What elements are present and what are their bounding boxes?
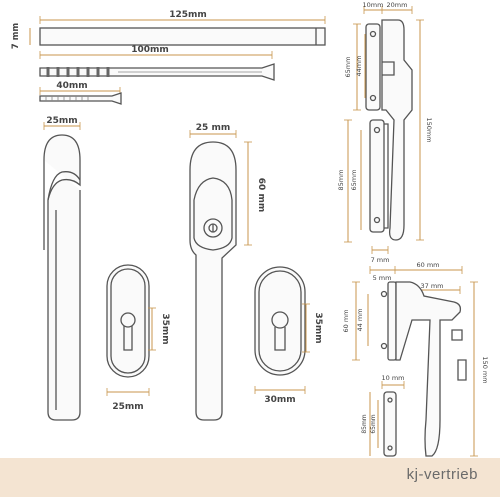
screw-mid-label: 100mm [131, 45, 169, 55]
rose-lockable [254, 266, 310, 394]
side2-37-label: 37 mm [420, 282, 443, 290]
spindle-bar [29, 16, 326, 46]
brand-logo: kj-vertrieb [406, 466, 478, 483]
spindle-height-label: 7 mm [11, 23, 21, 50]
footer-band: kj-vertrieb [0, 458, 500, 497]
side-150-label: 150mm [425, 117, 433, 142]
rose1-width-label: 25mm [112, 402, 143, 412]
rose2-width-label: 30mm [264, 395, 295, 405]
side2-85-label: 85mm [361, 414, 368, 433]
side2-10-label: 10 mm [381, 374, 404, 382]
screw-short-label: 40mm [56, 81, 87, 91]
screw-long [39, 51, 275, 81]
side-85-label: 85mm [337, 170, 345, 191]
rose2-height-label: 35mm [313, 312, 323, 343]
handle2-height-label: 60 mm [256, 178, 266, 212]
side2-60v-label: 60 mm [342, 309, 350, 332]
side2-150-label: 150 mm [481, 356, 489, 383]
side-65b-label: 65mm [350, 170, 358, 191]
handle-plain [43, 122, 81, 421]
side2-44-label: 44 mm [356, 308, 364, 331]
side-7-label: 7 mm [371, 256, 390, 264]
side-view-lockable [352, 266, 478, 457]
side2-65-label: 65mm [370, 414, 377, 433]
handle1-width-label: 25mm [46, 116, 77, 126]
handle-lockable [189, 130, 252, 421]
rose-plain [106, 264, 156, 396]
side-65-label: 65mm [344, 57, 352, 78]
side2-60-label: 60 mm [416, 261, 439, 269]
side-10-label: 10mm [363, 1, 384, 9]
side-view-plain [353, 6, 424, 241]
side-20-label: 20mm [387, 1, 408, 9]
rose1-height-label: 35mm [160, 313, 170, 344]
side2-5-label: 5 mm [373, 274, 392, 282]
handle2-width-label: 25 mm [196, 123, 230, 133]
side-44-label: 44mm [355, 56, 363, 77]
screw-long-label: 125mm [169, 10, 207, 20]
screw-short [39, 87, 122, 105]
side-view-rose [344, 119, 389, 254]
product-dimension-drawing: .o{fill:none;stroke:#555;stroke-width:1.… [11, 1, 489, 457]
